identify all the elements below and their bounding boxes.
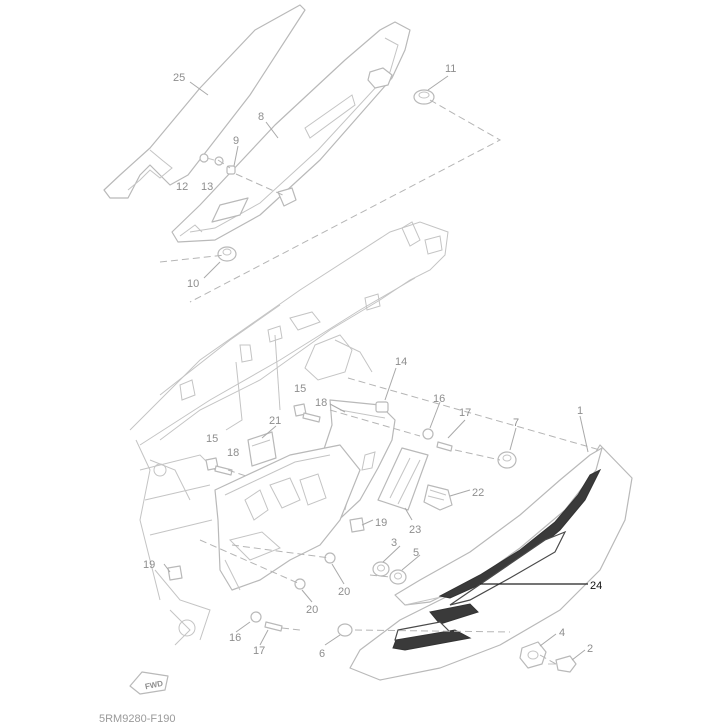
callout-24[interactable]: 24 [590,580,602,592]
callout-18-lower[interactable]: 18 [227,447,239,459]
callout-3[interactable]: 3 [391,537,397,549]
part-12-bolt[interactable] [199,153,215,163]
part-16-washer-upper[interactable] [422,428,434,440]
part-19-clip-right[interactable] [349,517,365,533]
part-23-band[interactable] [377,447,429,511]
part-20-screw-b[interactable] [294,578,306,590]
part-8-side-cover[interactable] [171,21,411,243]
part-25-cowl[interactable] [103,4,306,199]
part-11-grommet[interactable] [413,89,435,105]
callout-14[interactable]: 14 [395,356,407,368]
part-17-bolt-upper[interactable] [436,441,453,452]
callout-6[interactable]: 6 [319,648,325,660]
callout-labels: 25 8 9 12 13 11 10 14 15 18 16 17 7 1 21… [143,63,602,660]
callout-1[interactable]: 1 [577,405,583,417]
part-21-toolbox[interactable] [214,431,361,591]
part-16-washer-lower[interactable] [250,611,262,623]
part-2-screw[interactable] [548,655,577,673]
callout-8[interactable]: 8 [258,111,264,123]
callout-15-upper[interactable]: 15 [294,383,306,395]
part-20-screw-a[interactable] [324,552,336,564]
part-3-grommet[interactable] [372,561,390,577]
callout-25[interactable]: 25 [173,72,185,84]
callout-5[interactable]: 5 [413,547,419,559]
part-5-collar[interactable] [389,569,407,585]
callout-23[interactable]: 23 [409,524,421,536]
fwd-arrow-icon: FWD [129,671,169,695]
callout-21[interactable]: 21 [269,415,281,427]
callout-4[interactable]: 4 [559,627,565,639]
callout-12[interactable]: 12 [176,181,188,193]
callout-19-right[interactable]: 19 [375,517,387,529]
diagram-code: 5RM9280-F190 [99,713,175,725]
assembly-lines [159,99,601,665]
part-17-bolt-lower[interactable] [264,621,283,632]
callout-13[interactable]: 13 [201,181,213,193]
part-22-connector[interactable] [423,484,453,511]
part-18-screw-lower[interactable] [214,465,233,476]
part-19-clip-left[interactable] [167,565,183,581]
callout-15-lower[interactable]: 15 [206,433,218,445]
part-7-grommet[interactable] [497,451,517,469]
part-24-decal[interactable] [392,468,602,651]
part-10-grommet[interactable] [217,246,237,262]
callout-2[interactable]: 2 [587,643,593,655]
part-18-screw-upper[interactable] [302,412,321,423]
callout-19-left[interactable]: 19 [143,559,155,571]
callout-7[interactable]: 7 [513,417,519,429]
callout-16-upper[interactable]: 16 [433,393,445,405]
callout-11[interactable]: 11 [445,63,456,75]
part-4-grommet[interactable] [519,641,547,669]
callout-10[interactable]: 10 [187,278,199,290]
callout-18-upper[interactable]: 18 [315,397,327,409]
callout-20-lower[interactable]: 20 [306,604,318,616]
callout-16-lower[interactable]: 16 [229,632,241,644]
part-6-grommet[interactable] [337,623,353,637]
leader-lines [163,75,589,661]
callout-22[interactable]: 22 [472,487,484,499]
part-9-collar[interactable] [226,165,236,175]
callout-20-upper[interactable]: 20 [338,586,350,598]
fwd-label: FWD [144,679,164,692]
callout-9[interactable]: 9 [233,135,239,147]
callout-17-lower[interactable]: 17 [253,645,265,657]
callout-17-upper[interactable]: 17 [459,407,471,419]
